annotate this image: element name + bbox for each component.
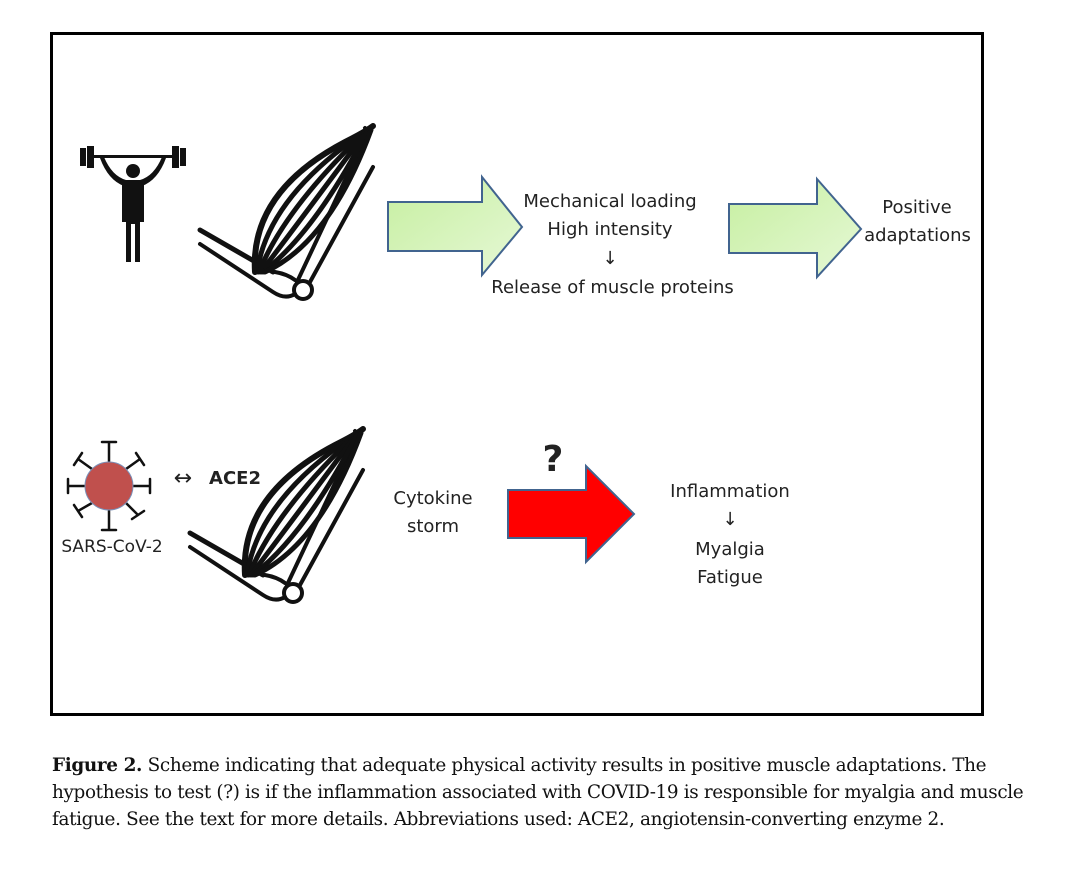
muscle-icon <box>197 123 376 301</box>
virus-label: SARS-CoV-2 <box>61 537 163 557</box>
ace2-receptor-label: ACE2 <box>209 468 261 489</box>
muscle-icon <box>187 426 366 604</box>
down-arrow-icon: ↓ <box>602 248 618 269</box>
cytokine-line-1: Cytokine <box>393 488 473 509</box>
sars-cov-2-virus-icon <box>66 440 152 532</box>
figure-caption: Figure 2. Scheme indicating that adequat… <box>52 752 1077 833</box>
weightlifter-icon <box>80 146 186 262</box>
caption-text: Scheme indicating that adequate physical… <box>52 755 1024 830</box>
red-arrow <box>507 463 636 565</box>
green-arrow-1 <box>387 174 524 278</box>
caption-label: Figure 2. <box>52 755 143 776</box>
binding-double-arrow-icon: ↔ <box>173 466 193 491</box>
myalgia-label: Myalgia <box>695 539 765 560</box>
down-arrow-icon: ↓ <box>722 509 738 530</box>
inflammation-label: Inflammation <box>670 481 790 502</box>
outcome-line-adaptations: adaptations <box>864 225 971 246</box>
mechanism-line-2: High intensity <box>547 219 673 240</box>
green-arrow-2 <box>728 176 863 280</box>
mechanism-line-1: Mechanical loading <box>523 191 697 212</box>
cytokine-line-2: storm <box>406 516 460 537</box>
mechanism-line-3: Release of muscle proteins <box>491 277 734 298</box>
question-mark-label: ? <box>542 439 564 480</box>
outcome-line-positive: Positive <box>882 197 952 218</box>
fatigue-label: Fatigue <box>697 567 763 588</box>
figure-frame <box>50 32 984 716</box>
